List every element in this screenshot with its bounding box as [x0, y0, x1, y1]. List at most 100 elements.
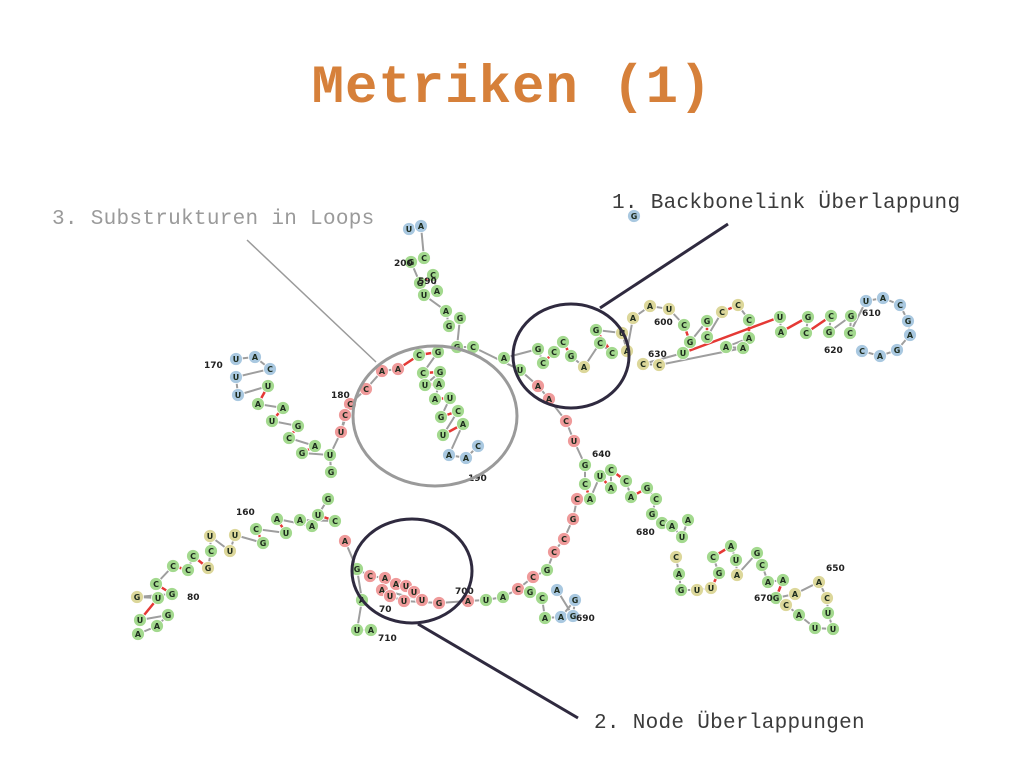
position-label: 680	[636, 528, 655, 538]
svg-text:U: U	[327, 451, 334, 460]
svg-text:C: C	[859, 347, 865, 356]
svg-text:A: A	[608, 484, 615, 493]
svg-text:A: A	[463, 454, 470, 463]
nucleotide-node: A	[903, 328, 917, 342]
nucleotide-node: G	[589, 323, 603, 337]
nucleotide-node: U	[397, 594, 411, 608]
position-label: 160	[236, 508, 255, 518]
nucleotide-node: G	[750, 546, 764, 560]
nucleotide-node: U	[203, 529, 217, 543]
nucleotide-node: C	[731, 298, 745, 312]
nucleotide-node: C	[328, 514, 342, 528]
nucleotide-node: A	[131, 627, 145, 641]
svg-text:A: A	[723, 343, 730, 352]
position-label: 650	[826, 564, 845, 574]
position-label: 700	[455, 587, 474, 597]
nucleotide-node: A	[604, 481, 618, 495]
position-label: 170	[204, 361, 223, 371]
svg-text:A: A	[379, 367, 386, 376]
nucleotide-node: U	[662, 302, 676, 316]
nucleotide-node: U	[417, 288, 431, 302]
page-title: Metriken (1)	[311, 58, 713, 119]
svg-text:G: G	[593, 326, 600, 335]
nucleotide-node: A	[776, 573, 790, 587]
svg-text:A: A	[796, 611, 803, 620]
nucleotide-node: C	[249, 522, 263, 536]
svg-text:G: G	[435, 348, 442, 357]
nucleotide-node: C	[511, 582, 525, 596]
svg-text:A: A	[535, 382, 542, 391]
nucleotide-node: C	[166, 559, 180, 573]
svg-text:G: G	[773, 594, 780, 603]
svg-text:C: C	[659, 519, 665, 528]
nucleotide-node: C	[416, 366, 430, 380]
svg-text:U: U	[338, 428, 345, 437]
nucleotide-node: A	[774, 325, 788, 339]
svg-text:A: A	[382, 574, 389, 583]
nucleotide-node: U	[567, 434, 581, 448]
nucleotide-node: C	[700, 330, 714, 344]
svg-text:C: C	[710, 553, 716, 562]
svg-text:U: U	[812, 624, 819, 633]
nucleotide-node: C	[526, 570, 540, 584]
nucleotide-node: A	[364, 623, 378, 637]
svg-text:A: A	[880, 294, 887, 303]
svg-text:U: U	[419, 596, 426, 605]
nucleotide-node: A	[719, 340, 733, 354]
nucleotide-node: C	[556, 335, 570, 349]
nucleotide-node: U	[334, 425, 348, 439]
svg-text:C: C	[746, 316, 752, 325]
svg-text:C: C	[803, 329, 809, 338]
nucleotide-node: A	[442, 448, 456, 462]
leader-line-substructures	[246, 239, 377, 363]
svg-text:C: C	[470, 343, 476, 352]
svg-text:G: G	[134, 593, 141, 602]
svg-text:A: A	[740, 344, 747, 353]
nucleotide-node: C	[412, 348, 426, 362]
svg-text:G: G	[299, 449, 306, 458]
nucleotide-node: G	[769, 591, 783, 605]
svg-text:C: C	[421, 254, 427, 263]
nucleotide-node: C	[547, 545, 561, 559]
svg-text:G: G	[438, 413, 445, 422]
nucleotide-node: G	[540, 563, 554, 577]
svg-text:A: A	[877, 352, 884, 361]
nucleotide-node: U	[223, 544, 237, 558]
nucleotide-node: G	[901, 314, 915, 328]
nucleotide-node: U	[821, 606, 835, 620]
svg-text:A: A	[587, 495, 594, 504]
nucleotide-node: C	[636, 357, 650, 371]
svg-text:G: G	[848, 312, 855, 321]
svg-text:C: C	[153, 580, 159, 589]
nucleotide-node: A	[270, 512, 284, 526]
nucleotide-node: G	[712, 566, 726, 580]
nucleotide-node: G	[568, 593, 582, 607]
nucleotide-node: G	[256, 536, 270, 550]
nucleotide-node: C	[570, 492, 584, 506]
nucleotide-node: A	[812, 575, 826, 589]
nucleotide-node: A	[538, 611, 552, 625]
svg-text:G: G	[325, 495, 332, 504]
position-label: 200	[394, 259, 413, 269]
svg-text:A: A	[280, 404, 287, 413]
svg-text:A: A	[312, 442, 319, 451]
nucleotide-node: G	[531, 342, 545, 356]
svg-text:U: U	[680, 349, 687, 358]
nucleotide-node: C	[149, 577, 163, 591]
svg-text:C: C	[539, 594, 545, 603]
svg-text:U: U	[483, 596, 490, 605]
svg-text:G: G	[436, 599, 443, 608]
leader-line-node-overlap	[417, 622, 579, 720]
nucleotide-node: U	[415, 593, 429, 607]
svg-text:U: U	[830, 625, 837, 634]
position-labels: 1701801902005906006106206306406506706806…	[187, 259, 881, 644]
nucleotide-node: A	[736, 341, 750, 355]
nucleotide-node: G	[844, 309, 858, 323]
svg-text:U: U	[863, 297, 870, 306]
nucleotide-node: A	[672, 567, 686, 581]
nucleotide-node: A	[428, 392, 442, 406]
svg-text:U: U	[401, 597, 408, 606]
svg-text:C: C	[759, 561, 765, 570]
nucleotide-node: A	[550, 583, 564, 597]
nucleotide-node: C	[186, 549, 200, 563]
